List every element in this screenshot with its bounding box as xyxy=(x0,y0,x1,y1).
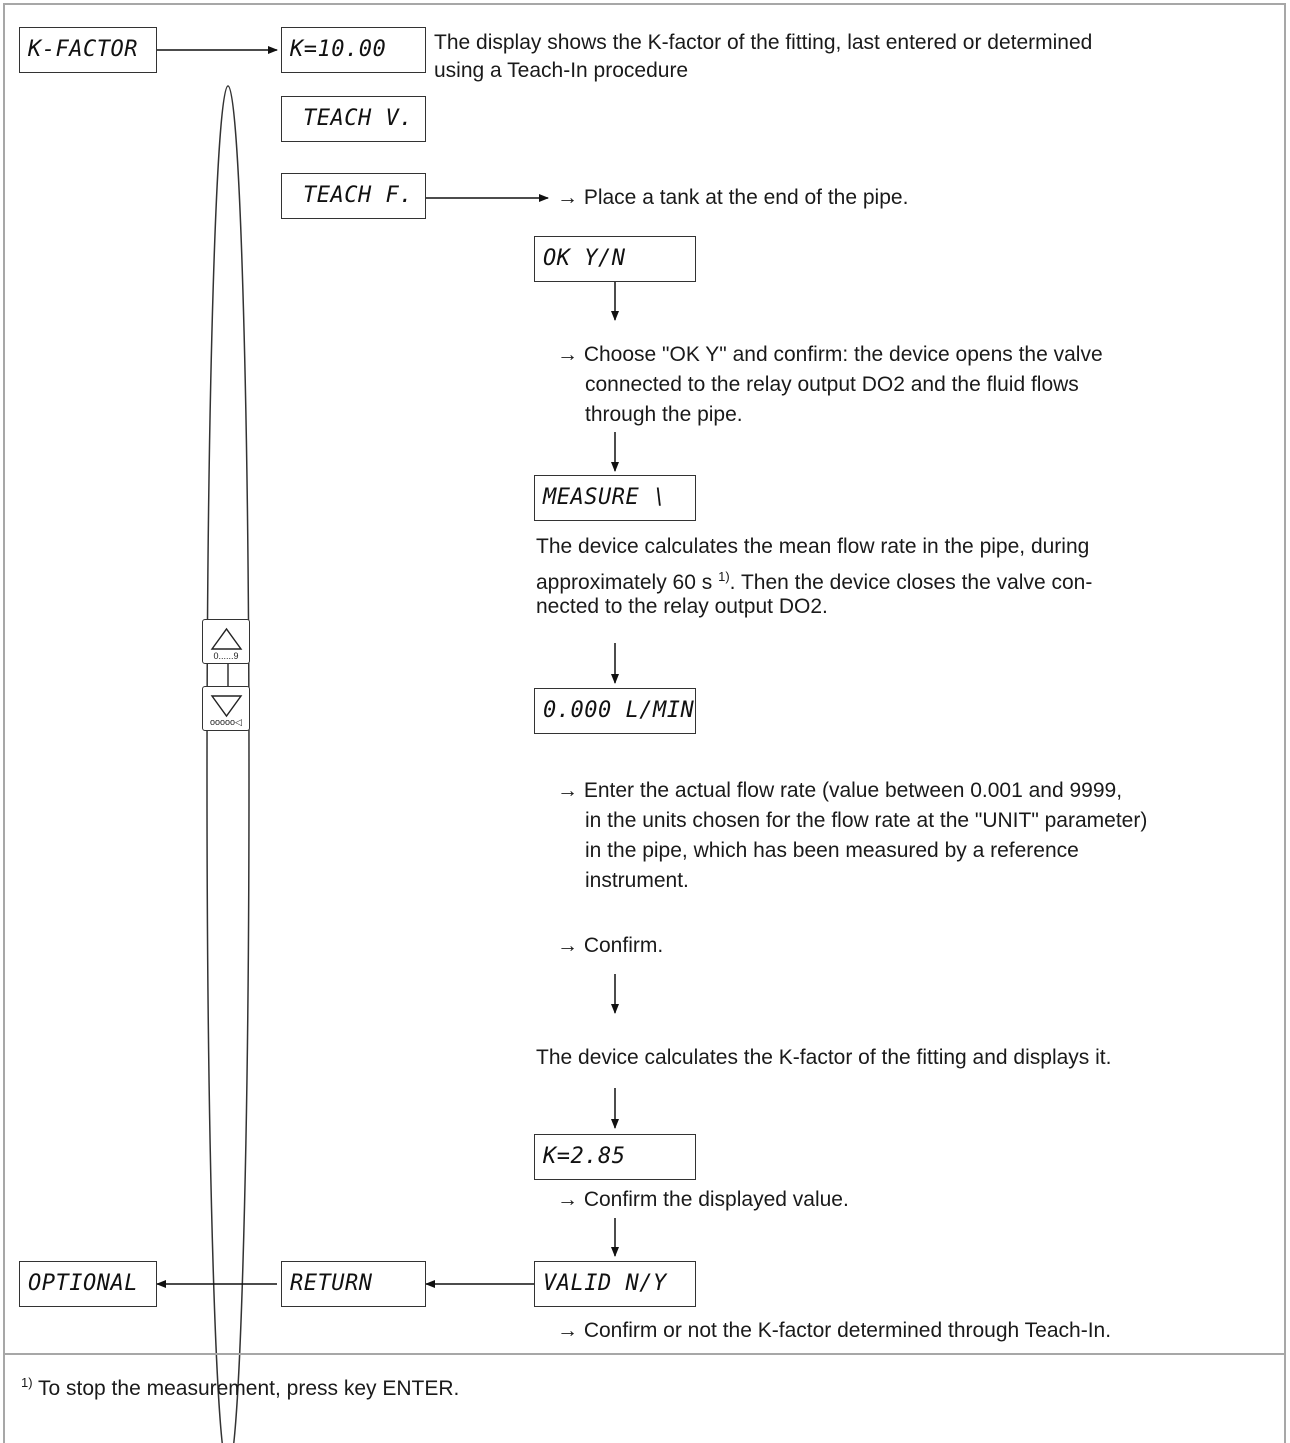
diagram-frame xyxy=(3,3,1286,1443)
step-ok-line-3: through the pipe. xyxy=(585,403,743,426)
measure-line-1: The device calculates the mean flow rate… xyxy=(536,535,1090,558)
k-desc-line-2: using a Teach-In procedure xyxy=(434,59,689,82)
display-teach-v: TEACH V. xyxy=(281,96,426,142)
down-key: ooooo◁ xyxy=(202,686,250,731)
enter-line-2: in the units chosen for the flow rate at… xyxy=(585,809,1148,832)
footnote-mark: 1) xyxy=(21,1375,33,1390)
display-valid: VALID N/Y xyxy=(534,1261,696,1307)
footnote: 1) To stop the measurement, press key EN… xyxy=(21,1368,459,1404)
display-k-result: K=2.85 xyxy=(534,1134,696,1180)
display-ok-yn: OK Y/N xyxy=(534,236,696,282)
up-triangle-icon xyxy=(210,627,243,650)
display-flow-rate: 0.000 L/MIN xyxy=(534,688,696,734)
measure-line-2-rest: . Then the device closes the valve con- xyxy=(729,571,1093,594)
footnote-text: To stop the measurement, press key ENTER… xyxy=(32,1377,460,1400)
confirm-teach-text: → Confirm or not the K-factor determined… xyxy=(557,1319,1112,1342)
measure-line-3: nected to the relay output DO2. xyxy=(536,595,828,618)
measure-line-2: approximately 60 s 1). Then the device c… xyxy=(536,562,1092,598)
measure-line-2-text: approximately 60 s xyxy=(536,571,719,594)
down-triangle-icon xyxy=(210,695,243,718)
loop-ellipse xyxy=(206,85,250,1443)
enter-line-4: instrument. xyxy=(585,869,689,892)
display-return: RETURN xyxy=(281,1261,426,1307)
display-k-factor: K-FACTOR xyxy=(19,27,157,73)
up-key-caption: 0......9 xyxy=(213,651,239,661)
display-teach-f: TEACH F. xyxy=(281,173,426,219)
step-ok-line-1: → Choose "OK Y" and confirm: the device … xyxy=(557,343,1103,366)
down-key-caption: ooooo◁ xyxy=(210,717,242,727)
footnote-divider xyxy=(3,1353,1286,1355)
display-measure: MEASURE \ xyxy=(534,475,696,521)
confirm-value-text: → Confirm the displayed value. xyxy=(557,1188,849,1211)
enter-line-1: → Enter the actual flow rate (value betw… xyxy=(557,779,1123,802)
calc-k-text: The device calculates the K-factor of th… xyxy=(536,1046,1112,1069)
step-tank: → Place a tank at the end of the pipe. xyxy=(557,186,909,209)
enter-line-3: in the pipe, which has been measured by … xyxy=(585,839,1079,862)
k-desc-line-1: The display shows the K-factor of the fi… xyxy=(434,31,1093,54)
step-ok-line-2: connected to the relay output DO2 and th… xyxy=(585,373,1079,396)
measure-footnote-mark: 1) xyxy=(718,569,730,584)
step-confirm: → Confirm. xyxy=(557,934,664,957)
display-k-value: K=10.00 xyxy=(281,27,426,73)
up-key: 0......9 xyxy=(202,619,250,664)
display-optional: OPTIONAL xyxy=(19,1261,157,1307)
